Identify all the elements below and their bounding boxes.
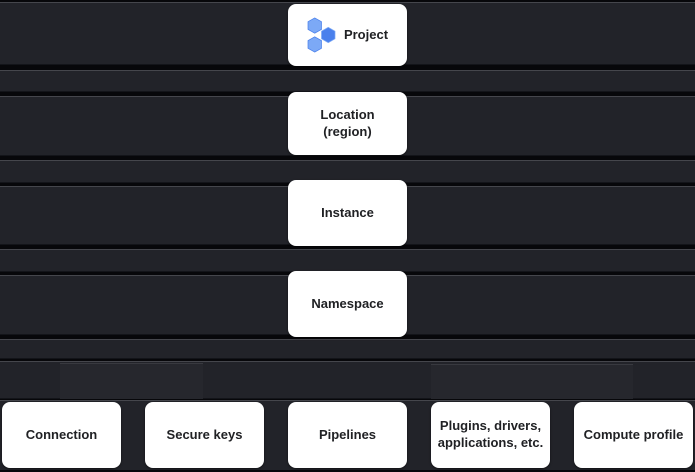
node-connection: Connection — [2, 402, 121, 468]
node-label-compute-profile: Compute profile — [583, 426, 684, 442]
node-plugins: Plugins, drivers, applications, etc. — [431, 402, 550, 468]
node-namespace: Namespace — [288, 271, 407, 337]
node-location: Location (region) — [288, 92, 407, 155]
node-pipelines: Pipelines — [288, 402, 407, 468]
node-instance: Instance — [288, 180, 407, 246]
band-divider-strip-3 — [0, 249, 695, 272]
node-label-project: Project — [343, 26, 389, 42]
band-divider-strip-1 — [0, 70, 695, 92]
node-compute-profile: Compute profile — [574, 402, 693, 468]
node-label-connection: Connection — [25, 426, 98, 442]
node-label-location: Location (region) — [320, 106, 375, 139]
project-hexagons-icon — [307, 17, 336, 53]
node-label-pipelines: Pipelines — [318, 426, 377, 442]
band-divider-strip-4 — [0, 339, 695, 359]
node-label-plugins: Plugins, drivers, applications, etc. — [437, 418, 544, 450]
band-shade-segment — [431, 364, 633, 399]
node-label-namespace: Namespace — [311, 295, 384, 311]
node-secure-keys: Secure keys — [145, 402, 264, 468]
node-label-instance: Instance — [321, 204, 374, 220]
band-shade-segment — [60, 363, 203, 399]
node-label-secure-keys: Secure keys — [166, 426, 243, 442]
node-project: Project — [288, 4, 407, 66]
